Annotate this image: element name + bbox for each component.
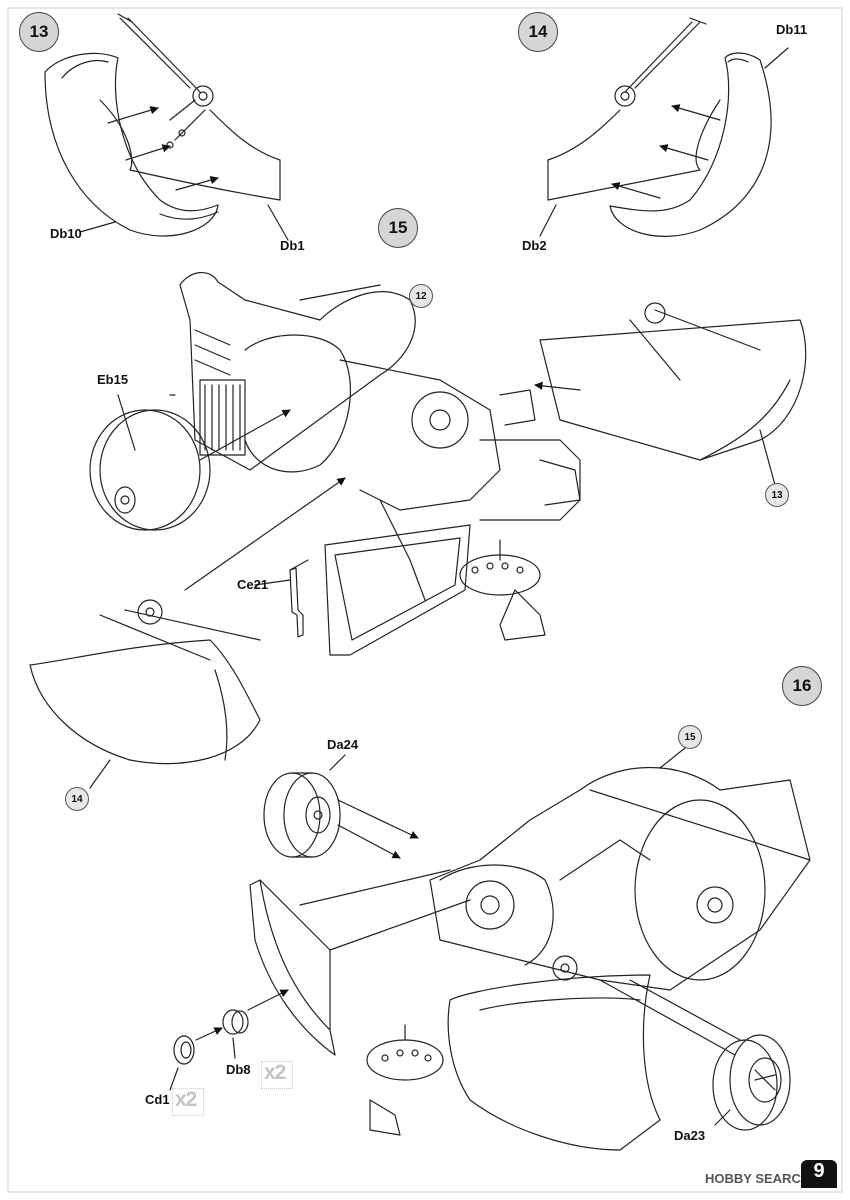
- fender-db11-drawing: [609, 52, 772, 237]
- watermark: HOBBY SEARCH: [705, 1171, 811, 1186]
- fender-db10-drawing: [44, 52, 219, 237]
- label-db11: Db11: [776, 22, 808, 37]
- label-db8: Db8: [226, 1062, 251, 1077]
- label-db2: Db2: [522, 238, 547, 253]
- crank-ce21-drawing: [289, 559, 309, 638]
- pedal-step16-drawing: [366, 1024, 444, 1136]
- callout-12: 12: [409, 284, 433, 308]
- fender-left-step16-drawing: [249, 869, 471, 1056]
- label-cd1: Cd1: [145, 1092, 170, 1107]
- quantity-cd1: x2: [175, 1088, 197, 1111]
- engine-assembly-drawing: [179, 272, 581, 521]
- callout-14: 14: [65, 787, 89, 811]
- wheel-da24-drawing: [263, 772, 341, 858]
- bracket-db1-drawing: [99, 13, 281, 201]
- label-ce21: Ce21: [237, 577, 269, 592]
- step-16-badge: 16: [782, 666, 822, 706]
- quantity-box-cd1: [172, 1088, 204, 1116]
- callout-13: 13: [765, 483, 789, 507]
- label-da24: Da24: [327, 737, 359, 752]
- callout-15: 15: [678, 725, 702, 749]
- step-14-badge: 14: [518, 12, 558, 52]
- fan-cover-eb15-drawing: [89, 394, 211, 531]
- bracket-db2-drawing: [547, 17, 721, 201]
- label-db1: Db1: [280, 238, 305, 253]
- label-db10: Db10: [50, 226, 82, 241]
- chassis-assembly-drawing: [429, 767, 811, 991]
- part-cd1-drawing: [173, 1035, 195, 1065]
- quantity-db8: x2: [264, 1061, 286, 1084]
- label-eb15: Eb15: [97, 372, 129, 387]
- part-db8-drawing: [222, 1009, 249, 1035]
- label-da23: Da23: [674, 1128, 706, 1143]
- fender-14-mounted-drawing: [29, 599, 261, 765]
- step-13-badge: 13: [19, 12, 59, 52]
- fender-13-mounted-drawing: [539, 302, 807, 461]
- frame-under-drawing: [324, 499, 471, 656]
- quantity-box-db8: [261, 1061, 293, 1089]
- page-number: 9: [801, 1160, 837, 1188]
- wheel-da23-drawing: [712, 1034, 791, 1131]
- fender-right-step16-drawing: [447, 955, 661, 1151]
- pedal-assembly-drawing: [459, 539, 546, 641]
- step-15-badge: 15: [378, 208, 418, 248]
